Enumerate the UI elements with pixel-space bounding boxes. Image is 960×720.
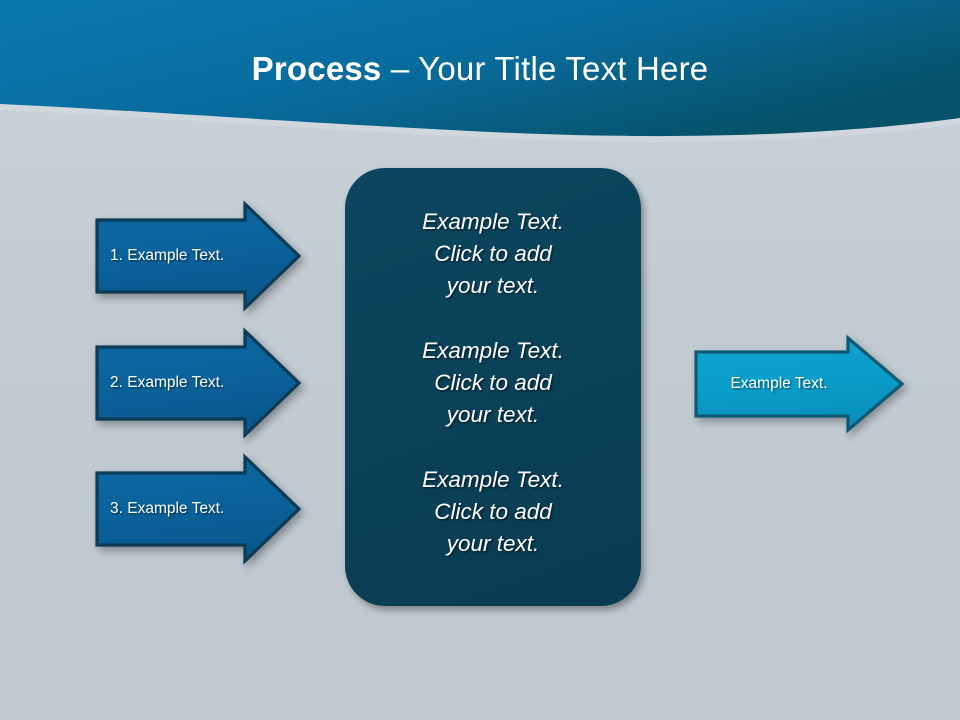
page-title-rest: – Your Title Text Here <box>381 50 709 87</box>
result-arrow[interactable]: Example Text. <box>692 334 908 434</box>
center-content-panel[interactable]: Example Text. Click to add your text. Ex… <box>345 168 641 606</box>
process-arrow-1[interactable]: 1. Example Text. <box>93 200 305 312</box>
page-title-bold: Process <box>251 50 382 87</box>
page-title: Process – Your Title Text Here <box>0 48 960 90</box>
process-arrow-3[interactable]: 3. Example Text. <box>93 453 305 565</box>
center-panel-block-1: Example Text. Click to add your text. <box>422 209 564 298</box>
center-panel-block-2: Example Text. Click to add your text. <box>422 338 564 427</box>
center-panel-block-3: Example Text. Click to add your text. <box>422 467 564 556</box>
process-arrow-2[interactable]: 2. Example Text. <box>93 327 305 439</box>
